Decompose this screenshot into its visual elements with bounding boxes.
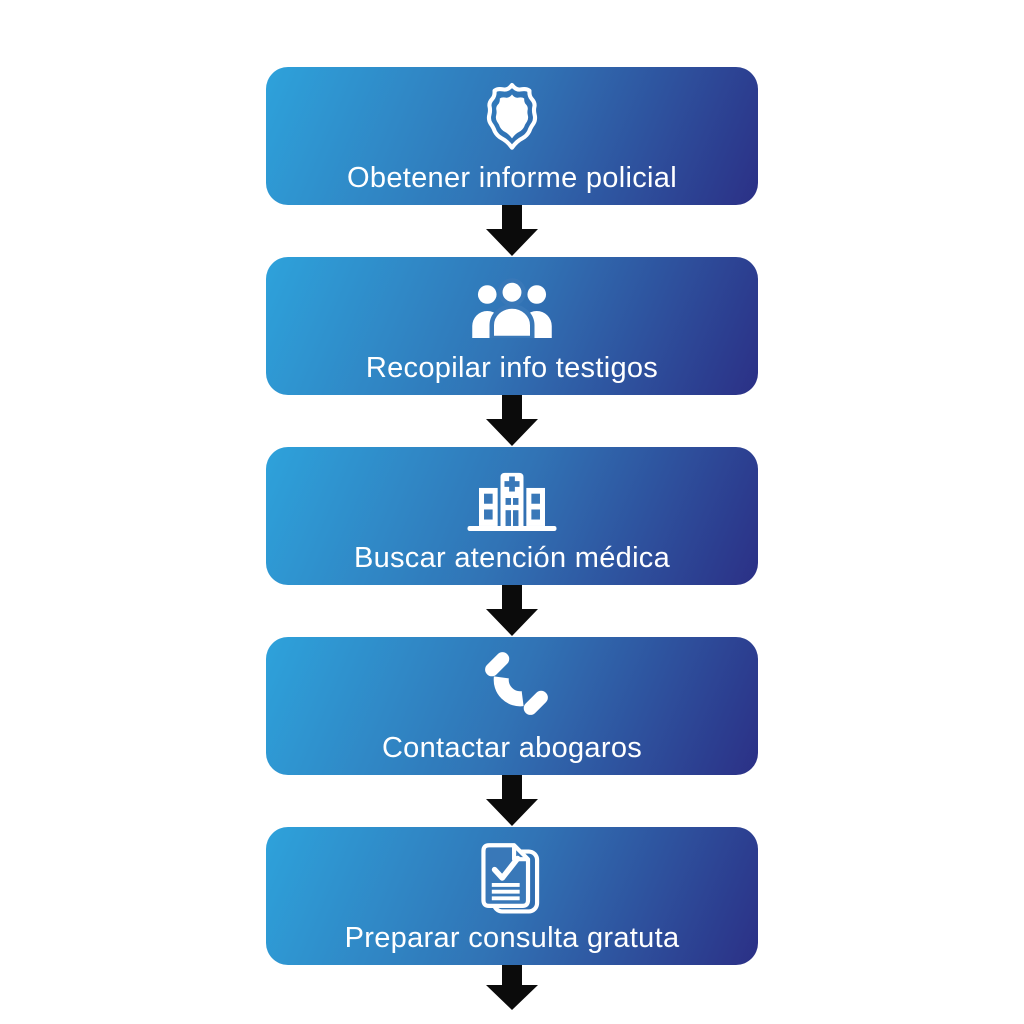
- step-label: Preparar consulta gratuta: [344, 922, 680, 954]
- down-arrow: [486, 585, 538, 636]
- step-label: Buscar atención médica: [353, 542, 671, 574]
- police-badge-icon: [479, 75, 545, 161]
- flow-step-free-consultation: Preparar consulta gratuta: [266, 827, 758, 965]
- down-arrow: [486, 205, 538, 256]
- hospital-icon: [466, 455, 558, 541]
- flowchart: Obetener informe policial Recopilar info…: [266, 0, 758, 1011]
- flow-step-witness-info: Recopilar info testigos: [266, 257, 758, 395]
- phone-icon: [474, 645, 550, 731]
- flow-step-police-report: Obetener informe policial: [266, 67, 758, 205]
- step-label: Contactar abogaros: [381, 732, 643, 764]
- down-arrow-final: [486, 965, 538, 1010]
- flow-step-medical-attention: Buscar atención médica: [266, 447, 758, 585]
- down-arrow: [486, 395, 538, 446]
- flow-step-contact-lawyers: Contactar abogaros: [266, 637, 758, 775]
- documents-checklist-icon: [475, 835, 549, 921]
- down-arrow: [486, 775, 538, 826]
- step-label: Obetener informe policial: [347, 162, 677, 194]
- step-label: Recopilar info testigos: [365, 352, 659, 384]
- people-group-icon: [470, 265, 554, 351]
